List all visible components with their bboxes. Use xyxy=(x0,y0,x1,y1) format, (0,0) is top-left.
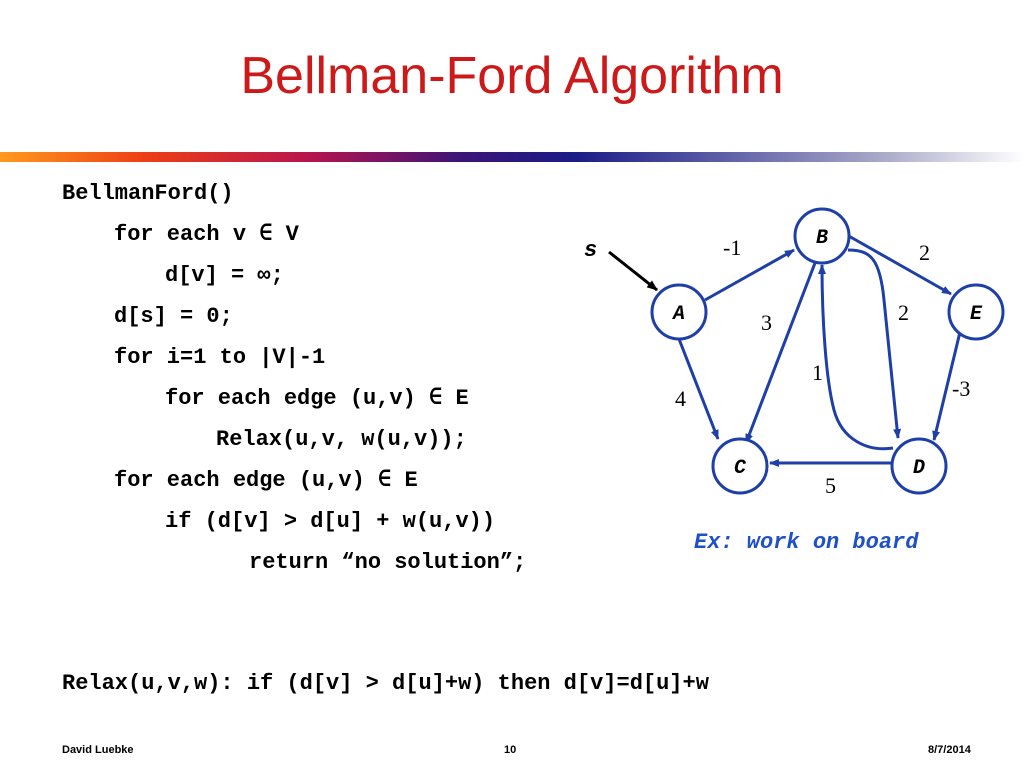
edge-e-d xyxy=(932,331,962,441)
node-label-d: D xyxy=(913,457,925,480)
edge-b-c xyxy=(744,262,817,444)
example-note: Ex: work on board xyxy=(694,530,919,555)
source-arrow xyxy=(608,250,658,292)
node-e: E xyxy=(947,283,1005,341)
edge-weight-d-b: 1 xyxy=(812,360,823,385)
node-label-e: E xyxy=(970,303,983,326)
edge-weight-a-c: 4 xyxy=(675,386,686,411)
node-c: C xyxy=(711,437,769,495)
footer-author: David Luebke xyxy=(62,744,134,756)
edge-a-c xyxy=(677,338,720,440)
edge-b-e xyxy=(846,233,952,296)
edge-b-d xyxy=(847,248,902,439)
node-label-c: C xyxy=(734,457,747,480)
title-gradient-bar xyxy=(0,152,1024,162)
node-b: B xyxy=(793,207,851,265)
node-label-b: B xyxy=(816,227,828,250)
node-label-a: A xyxy=(671,303,685,326)
slide-title: Bellman-Ford Algorithm xyxy=(240,47,784,105)
footer-date: 8/7/2014 xyxy=(928,744,971,756)
edge-d-b xyxy=(818,264,894,451)
edge-weight-b-d: 2 xyxy=(898,300,909,325)
edge-weight-a-b: -1 xyxy=(723,235,741,260)
node-d: D xyxy=(890,437,948,495)
node-a: A xyxy=(650,283,708,341)
edge-a-b xyxy=(704,248,795,302)
edge-weight-b-e: 2 xyxy=(919,240,930,265)
footer-page-number: 10 xyxy=(504,744,517,756)
edge-weight-b-c: 3 xyxy=(761,310,772,335)
edge-weight-d-c: 5 xyxy=(825,473,836,498)
source-label: s xyxy=(584,238,597,263)
edge-weight-e-d: -3 xyxy=(952,376,970,401)
relax-definition: Relax(u,v,w): if (d[v] > d[u]+w) then d[… xyxy=(62,671,709,696)
